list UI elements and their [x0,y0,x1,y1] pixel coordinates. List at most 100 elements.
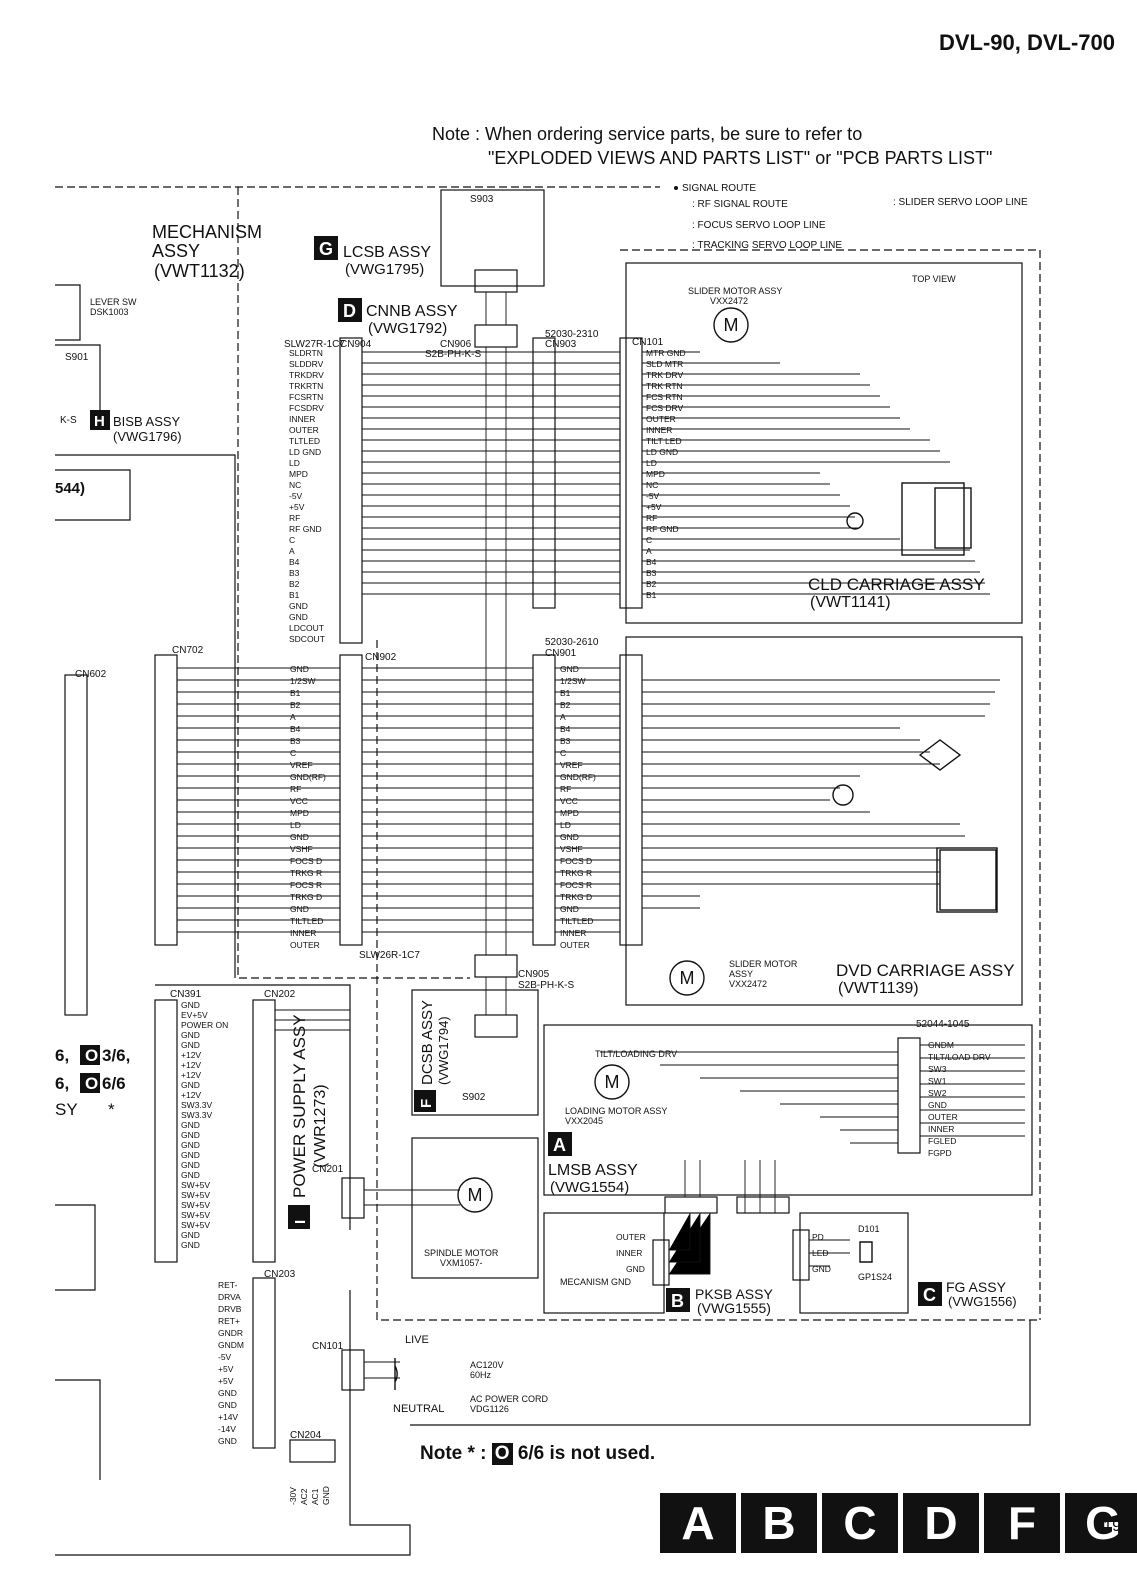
pin-label: SW3.3V [181,1100,213,1110]
pin-label: RF GND [646,524,679,534]
pin-label: LD [289,458,300,468]
pin-label: GND [812,1264,831,1274]
pin-label: GND [181,1150,200,1160]
pin-label: B2 [560,700,571,710]
pin-label: GND [181,1000,200,1010]
pin-label: OUTER [616,1232,646,1242]
pin-label: B3 [290,736,301,746]
pin-label: MPD [560,808,579,818]
label-cn204: CN204 [290,1430,322,1441]
pin-label: -5V [289,491,303,501]
pin-label: GND [289,612,308,622]
motor-glyph: M [605,1072,620,1092]
pin-label: GND [560,904,579,914]
pin-label: FCSDRV [289,403,324,413]
pin-label: LD [560,820,571,830]
label-cn202: CN202 [264,989,296,1000]
pin-label: DRVB [218,1304,242,1314]
slider-motor-top: SLIDER MOTOR ASSY [688,286,782,296]
slider-motor-bot: SLIDER MOTOR [729,959,798,969]
spindle-motor: SPINDLE MOTOR [424,1248,499,1258]
fragment-ks: K-S [60,415,77,426]
pin-label: MPD [646,469,665,479]
mechanism-code: (VWT1132) [154,261,245,281]
pin-label: INNER [928,1124,954,1134]
fragment-box-o2: O [85,1074,98,1093]
pin-label: VCC [290,796,308,806]
pin-label: +12V [181,1070,201,1080]
pin-label: TRKRTN [289,381,323,391]
live: LIVE [405,1334,429,1346]
pin-label: GND [218,1400,237,1410]
pin-label: SW+5V [181,1210,210,1220]
pin-label: -30V [288,1487,298,1505]
pin-label: B3 [289,568,300,578]
pksb-code: (VWG1555) [697,1300,771,1316]
bottom-note-box: O [491,1443,513,1465]
pin-label: B1 [646,590,657,600]
pin-label: GND [290,904,309,914]
fragment-box-o: O [85,1046,98,1065]
pin-label: C [290,748,296,758]
pin-label: POWER ON [181,1020,228,1030]
label-cn905: CN905 [518,969,550,980]
pin-label: B3 [560,736,571,746]
pin-label: RF [289,513,300,523]
pin-label: A [646,546,652,556]
lever-sw: LEVER SW [90,297,137,307]
pin-label: TRKG R [290,868,322,878]
pin-label: B2 [290,700,301,710]
pin-label: OUTER [290,940,320,950]
pin-label: A [560,712,566,722]
label-52030-2310: 52030-2310 [545,329,599,340]
pin-label: TILTLED [560,916,593,926]
mechanism-name: MECHANISM [152,222,262,242]
pin-label: B1 [289,590,300,600]
tag-i: I [292,1220,309,1224]
pin-label: +12V [181,1090,201,1100]
pin-label: FOCS D [290,856,322,866]
pin-label: B2 [646,579,657,589]
pin-label: PD [812,1232,824,1242]
page-letter-a: A [660,1493,736,1553]
pin-label: TRKG D [290,892,322,902]
pin-label: VSHF [560,844,583,854]
pin-label: OUTER [646,414,676,424]
pin-label: GND [181,1080,200,1090]
power-supply-code: (VWR1273) [312,1084,329,1168]
pin-label: +5V [646,502,662,512]
pin-label: NC [646,480,658,490]
pin-label: LD GND [289,447,321,457]
pin-label: GND [181,1230,200,1240]
lever-sw-code: DSK1003 [90,307,129,317]
cnnb-name: CNNB ASSY [366,303,458,320]
label-cn101-power: CN101 [312,1341,344,1352]
pin-label: OUTER [928,1112,958,1122]
label-cn391: CN391 [170,989,202,1000]
pin-label: GND [181,1130,200,1140]
tag-f: F [418,1099,435,1108]
tag-g: G [319,239,333,259]
tag-b: B [671,1291,684,1311]
pin-label: VREF [560,760,583,770]
dcsb-name: DCSB ASSY [419,1000,436,1085]
page-letter-index: A B C D F G [660,1493,1137,1553]
pin-label: B4 [290,724,301,734]
pin-label: TRKDRV [289,370,324,380]
spindle-motor-code: VXM1057- [440,1258,483,1268]
pin-label: RF GND [289,524,322,534]
tag-h: H [94,413,105,430]
page-number: 19 [1103,1518,1121,1535]
ordering-note-line2: "EXPLODED VIEWS AND PARTS LIST" or "PCB … [488,148,993,168]
neutral: NEUTRAL [393,1403,444,1415]
pin-label: +12V [181,1060,201,1070]
pin-label: RF [290,784,301,794]
label-cn101: CN101 [632,337,664,348]
pin-label: FCS DRV [646,403,683,413]
fg-name: FG ASSY [946,1279,1007,1295]
label-cn906: CN906 [440,339,472,350]
pin-label: +5V [218,1376,234,1386]
pin-label: TRKG R [560,868,592,878]
page-letter-d: D [903,1493,979,1553]
pin-label: INNER [560,928,586,938]
